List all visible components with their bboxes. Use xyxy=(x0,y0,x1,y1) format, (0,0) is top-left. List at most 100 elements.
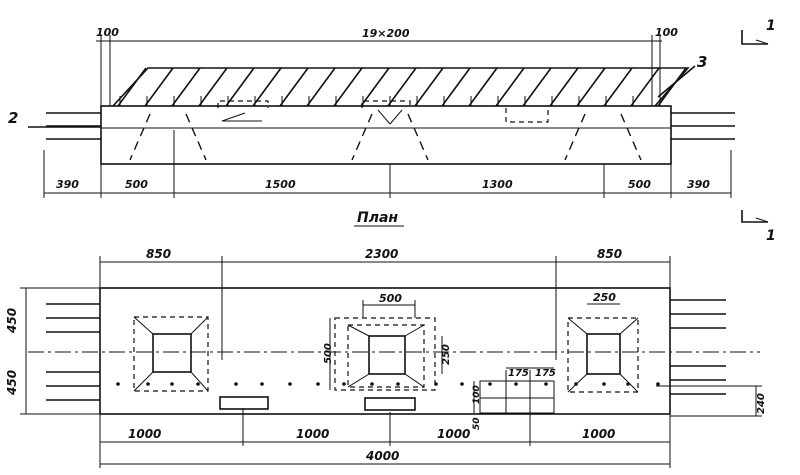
loop-insert-left xyxy=(217,100,269,108)
hole-right-corner xyxy=(619,317,639,335)
elevation-view: 100 19×200 100 3 2 390 500 1500 1300 500… xyxy=(8,26,735,198)
dim-hole-right-width: 250 xyxy=(593,291,616,304)
hole-center-inner xyxy=(368,335,406,375)
dim-end-offset-right: 100 xyxy=(655,26,678,39)
section-marks: 1 1 xyxy=(741,18,776,244)
hole-right-corner xyxy=(567,317,588,335)
anchor-dot xyxy=(656,382,660,386)
section-mark-bottom-arrow xyxy=(755,217,769,223)
hole-left-corner xyxy=(133,316,154,335)
anchor-dot xyxy=(574,382,578,386)
section-mark-bottom-line xyxy=(741,210,768,223)
callout-3: 3 xyxy=(697,53,707,71)
anchor-dot xyxy=(434,382,438,386)
dim-50: 50 xyxy=(472,417,482,430)
section-mark-top-line xyxy=(741,30,768,45)
plan-dim-left-1: 450 xyxy=(5,370,19,396)
plan-dim-left-0: 450 xyxy=(5,308,19,334)
plan-outline xyxy=(99,287,671,415)
plan-dim-bottom-1: 1000 xyxy=(296,427,329,441)
rebar-hoop xyxy=(171,67,201,107)
anchor-dot xyxy=(234,382,238,386)
anchor-dot xyxy=(288,382,292,386)
rebar-hoop xyxy=(306,67,336,107)
anchor-dot xyxy=(170,382,174,386)
hole-center-corner xyxy=(404,324,425,337)
plan-dim-total: 4000 xyxy=(365,449,399,463)
dashed-leg xyxy=(564,113,586,161)
center-diag xyxy=(377,109,391,125)
anchor-dot xyxy=(602,382,606,386)
hole-left-corner xyxy=(133,371,154,392)
hole-center-mid xyxy=(347,324,425,388)
rebar-hoop xyxy=(468,67,498,107)
loop-insert-left-leg xyxy=(221,112,262,122)
dim-hole-inner: 250 xyxy=(441,344,452,365)
plan-dim-top-0: 850 xyxy=(146,247,171,261)
dashed-leg xyxy=(351,113,373,161)
anchor-dot xyxy=(514,382,518,386)
section-mark-bottom: 1 xyxy=(766,228,776,244)
dashed-leg xyxy=(620,113,642,161)
dim-100: 100 xyxy=(472,385,482,404)
anchor-dot xyxy=(626,382,630,386)
plan-dim-bottom-0: 1000 xyxy=(128,427,161,441)
dim-hole-height: 500 xyxy=(323,343,334,364)
rebar-hoop xyxy=(225,67,255,107)
rebar-hoop xyxy=(333,67,363,107)
anchor-dot xyxy=(488,382,492,386)
rebar-hoop xyxy=(252,67,282,107)
hole-right-corner xyxy=(567,373,588,393)
rebar-hoop xyxy=(603,67,633,107)
section-mark-top-arrow xyxy=(755,39,769,45)
anchor-dot xyxy=(460,382,464,386)
dim-bottom-5: 390 xyxy=(687,178,710,191)
plate-insert-left xyxy=(219,396,269,410)
dim-small-0: 175 xyxy=(508,368,529,379)
hole-center-corner xyxy=(347,324,370,337)
hole-left-outer xyxy=(133,316,209,392)
elevation-beam-outline xyxy=(100,105,672,165)
section-mark-top: 1 xyxy=(766,18,776,34)
hole-right-inner xyxy=(586,333,621,375)
hole-left-corner xyxy=(190,316,209,335)
anchor-dot xyxy=(544,382,548,386)
anchor-dot xyxy=(342,382,346,386)
plan-view: 850 2300 850 500 500 250 250 175 175 100… xyxy=(5,247,767,468)
rebar-hoop xyxy=(414,67,444,107)
hole-center-corner xyxy=(404,373,425,388)
rebar-hoop xyxy=(198,67,228,107)
plan-dim-top-2: 850 xyxy=(597,247,622,261)
dashed-leg xyxy=(129,113,151,161)
anchor-dot xyxy=(370,382,374,386)
plan-title: План xyxy=(357,210,398,226)
rebar-hoop xyxy=(522,67,552,107)
loop-insert-right xyxy=(505,108,549,123)
anchor-dot xyxy=(316,382,320,386)
anchor-dot xyxy=(146,382,150,386)
plate-insert-center xyxy=(364,397,416,411)
callout-3-leader xyxy=(657,65,696,98)
rebar-hoop xyxy=(117,67,147,107)
anchor-dot xyxy=(396,382,400,386)
hole-left-inner xyxy=(152,333,192,373)
rebar-hoop xyxy=(279,67,309,107)
plan-dim-top-1: 2300 xyxy=(365,247,398,261)
rebar-hoop xyxy=(360,67,390,107)
rebar-hoop xyxy=(144,67,174,107)
rebar-hoop xyxy=(630,67,660,107)
rebar-hoops xyxy=(117,67,687,107)
dim-bottom-3: 1300 xyxy=(482,178,513,191)
dim-bottom-0: 390 xyxy=(56,178,79,191)
hole-left-corner xyxy=(190,371,209,392)
dim-bottom-2: 1500 xyxy=(265,178,296,191)
dim-small-1: 175 xyxy=(535,368,556,379)
rebar-hoop xyxy=(549,67,579,107)
dim-bottom-1: 500 xyxy=(125,178,148,191)
hole-center-outer xyxy=(334,317,436,391)
dashed-leg xyxy=(407,113,429,161)
loop-insert-center xyxy=(361,100,411,108)
hole-center-corner xyxy=(347,373,370,388)
anchor-dots xyxy=(116,382,660,386)
